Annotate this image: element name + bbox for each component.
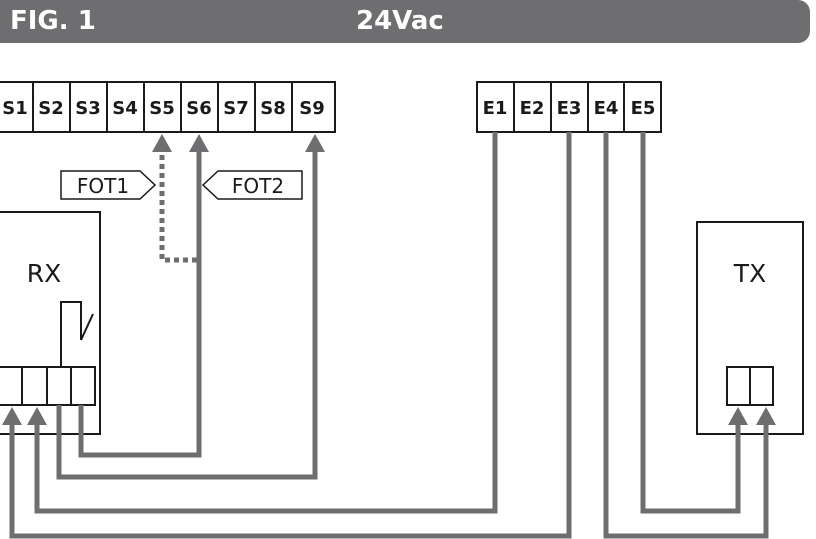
fot2-tag (201, 170, 303, 200)
voltage-label: 24Vac (356, 6, 444, 36)
receiver-label: RX (27, 259, 62, 288)
terminal-s6: S6 (186, 98, 212, 119)
arrow-s6 (189, 134, 209, 152)
terminal-block-s (0, 81, 336, 133)
wire-s9-rx (56, 146, 318, 480)
figure-header: FIG. 1 24Vac (0, 0, 810, 43)
wire-s5-fot1-dashed (159, 146, 199, 263)
terminal-s9: S9 (299, 98, 325, 119)
terminal-s3: S3 (75, 98, 101, 119)
terminal-e5: E5 (631, 98, 656, 119)
terminal-s4: S4 (112, 98, 138, 119)
terminal-e4: E4 (594, 98, 619, 119)
transmitter-label: TX (733, 259, 766, 288)
arrow-s9 (305, 134, 325, 152)
fot1-tag (60, 170, 157, 200)
wire-e4-tx (603, 132, 769, 539)
arrow-s5 (152, 134, 172, 152)
terminal-block-e (476, 81, 662, 133)
arrow-rx-2 (27, 407, 47, 425)
arrowheads (2, 134, 776, 425)
transmitter-terminal-strip (726, 366, 774, 406)
fot2-label: FOT2 (232, 174, 284, 198)
terminal-s7: S7 (223, 98, 249, 119)
terminal-e1: E1 (483, 98, 508, 119)
terminal-s8: S8 (260, 98, 286, 119)
arrow-tx-1 (728, 407, 748, 425)
figure-label: FIG. 1 (10, 6, 96, 36)
terminal-s1: S1 (2, 98, 28, 119)
terminal-s2: S2 (38, 98, 64, 119)
wire-s6-rx (78, 146, 202, 458)
wire-e1-rx (34, 132, 498, 514)
arrow-rx-1 (2, 407, 22, 425)
receiver-terminal-strip (0, 366, 96, 406)
arrow-tx-2 (756, 407, 776, 425)
relay-contact-symbol (60, 301, 94, 367)
terminal-e3: E3 (557, 98, 582, 119)
terminal-e2: E2 (520, 98, 545, 119)
wire-e5-tx (640, 132, 741, 514)
terminal-s5: S5 (149, 98, 175, 119)
wire-e3-rx (9, 132, 572, 539)
fot1-label: FOT1 (77, 174, 129, 198)
